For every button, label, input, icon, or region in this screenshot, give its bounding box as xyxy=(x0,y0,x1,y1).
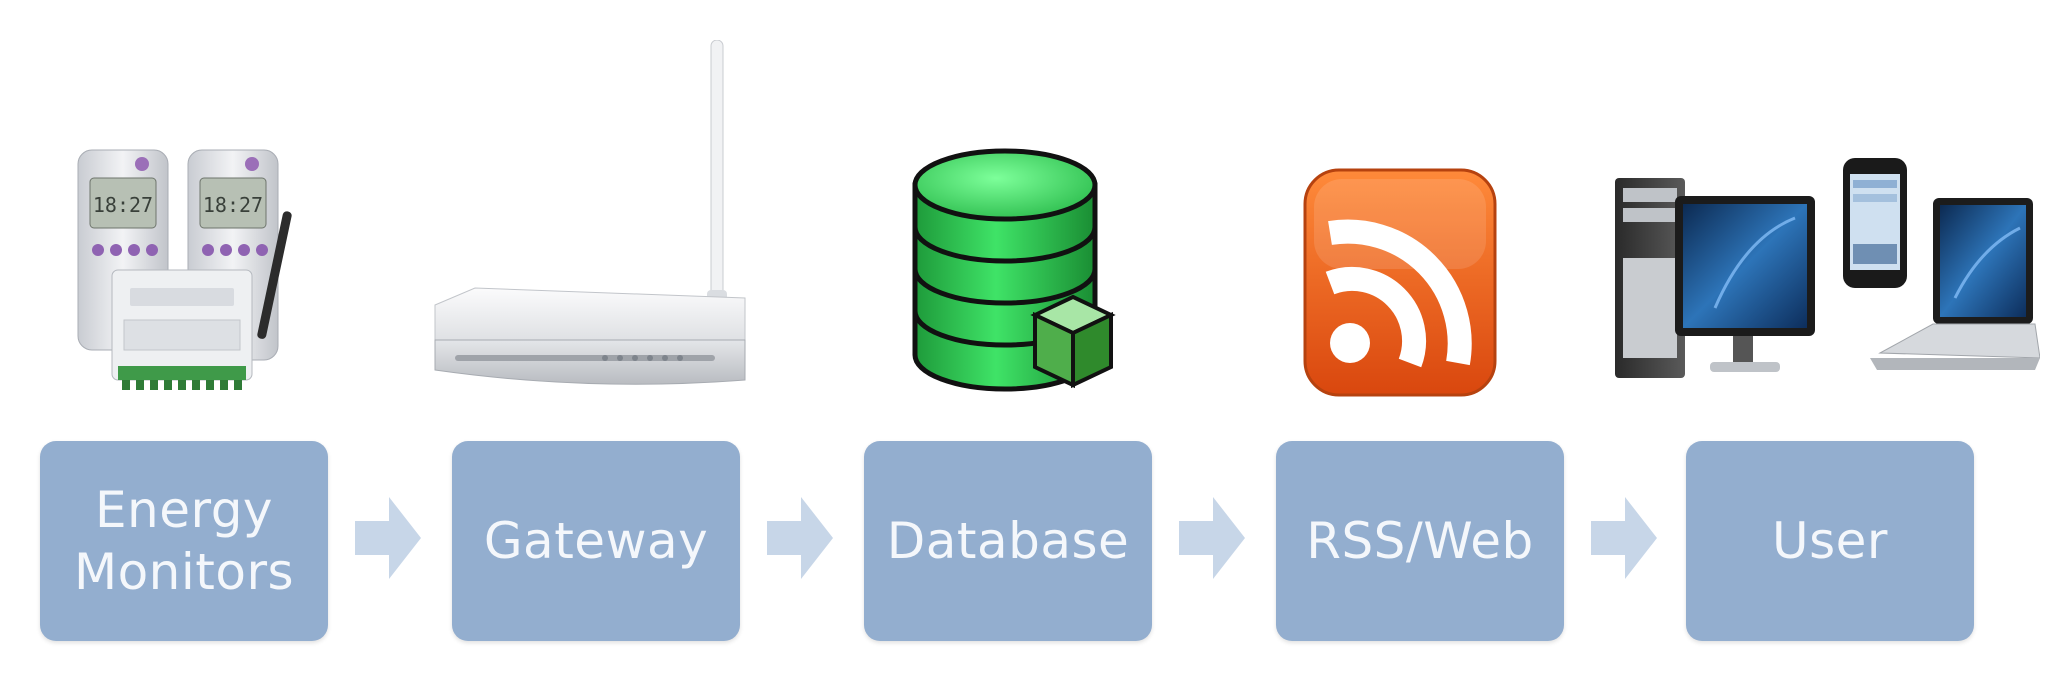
stage-label: Database xyxy=(886,512,1130,570)
energy-monitor-icon: 18:27 18:27 xyxy=(77,149,292,390)
router-icon xyxy=(434,40,746,385)
stage-user: User xyxy=(1686,441,1974,641)
stage-energy-monitors: Energy Monitors xyxy=(40,441,328,641)
flow-arrow-icon xyxy=(355,497,421,579)
rss-feed-icon xyxy=(1303,168,1497,397)
svg-text:18:27: 18:27 xyxy=(93,193,153,217)
computers-icon xyxy=(1615,158,2040,378)
stage-label: Energy Monitors xyxy=(73,481,295,601)
database-icon xyxy=(912,148,1116,392)
flow-arrow-icon xyxy=(767,497,833,579)
stage-gateway: Gateway xyxy=(452,441,740,641)
stage-label: User xyxy=(1772,512,1888,570)
flow-arrow-icon xyxy=(1591,497,1657,579)
stage-rss-web: RSS/Web xyxy=(1276,441,1564,641)
stage-database: Database xyxy=(864,441,1152,641)
flow-arrow-icon xyxy=(1179,497,1245,579)
stage-label: Gateway xyxy=(483,512,709,570)
stage-label: RSS/Web xyxy=(1306,512,1534,570)
svg-text:18:27: 18:27 xyxy=(203,193,263,217)
